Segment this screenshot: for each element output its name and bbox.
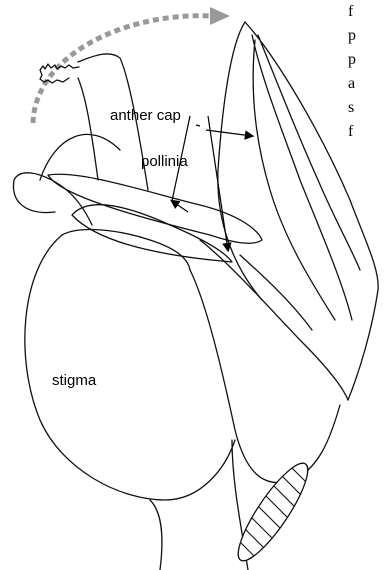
side-text-6: f bbox=[348, 123, 354, 140]
pollinia-pointer-lower bbox=[208, 116, 228, 250]
pollinia-lower bbox=[72, 205, 232, 262]
side-text-5: s bbox=[348, 99, 354, 116]
pollinia-upper bbox=[40, 134, 262, 243]
hatched-viscidium bbox=[220, 408, 338, 568]
anther-cap-pointer bbox=[206, 130, 252, 136]
side-text-1: f bbox=[348, 3, 354, 20]
stigma-label: stigma bbox=[52, 372, 97, 389]
side-text-3: p bbox=[348, 51, 356, 68]
label-pointers bbox=[172, 116, 252, 250]
column-inner bbox=[190, 240, 348, 483]
pollinia-label: pollinia bbox=[141, 153, 188, 170]
pollinia-pointer-upper bbox=[172, 201, 188, 212]
stigma-body bbox=[25, 230, 235, 570]
anther-cap-label: anther cap bbox=[110, 107, 181, 124]
side-text-2: p bbox=[348, 27, 356, 44]
side-text-4: a bbox=[348, 75, 355, 92]
dotted-movement-arrow bbox=[33, 7, 230, 123]
cropped-side-text: f p p a s f bbox=[348, 3, 356, 140]
